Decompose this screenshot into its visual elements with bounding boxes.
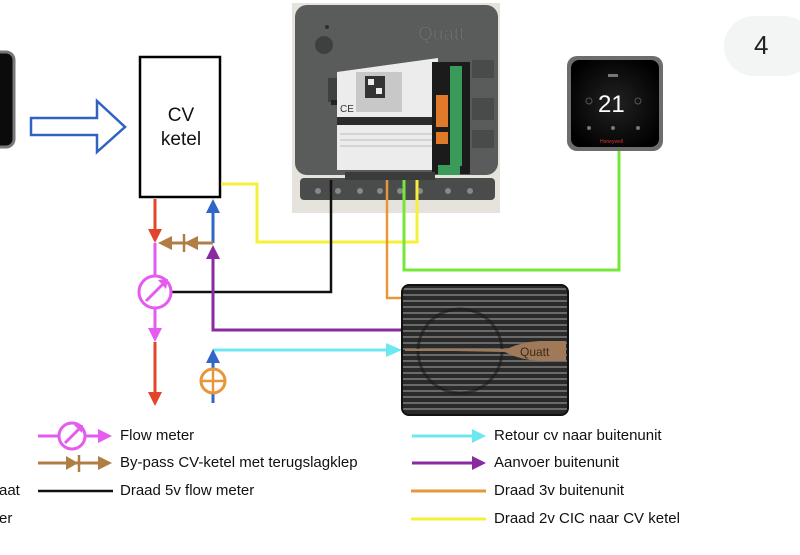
page-number: 4 bbox=[754, 30, 769, 60]
arrow-purple-up bbox=[206, 245, 220, 259]
flow-meter-icon bbox=[137, 274, 173, 310]
page-number-badge: 4 bbox=[724, 16, 800, 76]
controller-brand-logo: Quatt bbox=[418, 24, 465, 45]
big-arrow-icon bbox=[29, 98, 127, 155]
svg-text:Honeywell: Honeywell bbox=[600, 139, 623, 145]
pipe-purple-line bbox=[211, 258, 405, 332]
legend-label-yellow-wire: Draad 2v CIC naar CV ketel bbox=[494, 510, 680, 527]
quatt-controller-device: Quatt CE bbox=[292, 3, 500, 213]
thermostat-temperature: 21 bbox=[598, 91, 625, 118]
arrow-red-down bbox=[148, 229, 162, 243]
legend-label-cut-2: er bbox=[0, 510, 13, 527]
cv-boiler-label-line1: CV bbox=[167, 105, 195, 126]
cv-boiler-box bbox=[138, 55, 222, 199]
cv-boiler-label-line2: ketel bbox=[160, 129, 202, 150]
legend-label-black-wire: Draad 5v flow meter bbox=[120, 482, 255, 499]
wire-orange bbox=[385, 185, 405, 300]
legend-symbol-purple-arrow bbox=[412, 456, 486, 470]
wire-black bbox=[170, 185, 333, 294]
legend-symbol-bypass bbox=[38, 455, 112, 472]
outdoor-unit-brand-logo: Quatt bbox=[520, 345, 550, 359]
legend-label-flow-meter: Flow meter bbox=[120, 427, 195, 444]
arrow-blue-up-bottom bbox=[206, 349, 220, 363]
legend-symbol-cyan-arrow bbox=[412, 429, 486, 443]
legend-label-cyan-return: Retour cv naar buitenunit bbox=[494, 427, 662, 444]
pump-icon bbox=[199, 367, 227, 395]
legend-symbol-flow-meter bbox=[38, 421, 112, 451]
cv-boiler-label: CV ketel bbox=[140, 104, 222, 152]
arrow-blue-up bbox=[206, 199, 220, 213]
wire-yellow bbox=[221, 182, 419, 244]
left-device-partial bbox=[0, 50, 16, 149]
thermostat-device: 21 Honeywell bbox=[567, 56, 663, 151]
legend-label-orange-wire: Draad 3v buitenunit bbox=[494, 482, 625, 499]
legend-label-purple-supply: Aanvoer buitenunit bbox=[494, 454, 620, 471]
arrow-cyan-right bbox=[386, 343, 402, 357]
bypass-check-valve bbox=[158, 234, 213, 252]
arrow-pink-down bbox=[148, 328, 162, 342]
svg-text:CE: CE bbox=[340, 104, 354, 115]
legend-label-bypass: By-pass CV-ketel met terugslagklep bbox=[120, 454, 358, 471]
outdoor-unit-device: Quatt bbox=[401, 284, 569, 416]
legend-label-cut-1: aat bbox=[0, 482, 20, 499]
wire-green bbox=[402, 150, 621, 272]
arrow-red-out bbox=[148, 392, 162, 406]
